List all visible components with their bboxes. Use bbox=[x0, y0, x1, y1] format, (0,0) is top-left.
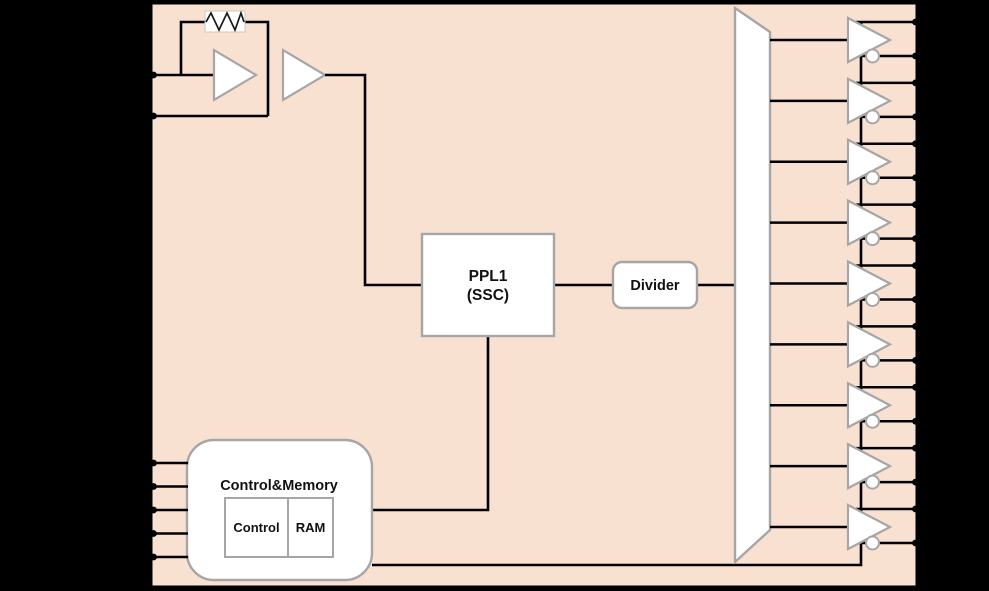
pll-label-line1: PPL1 bbox=[469, 268, 508, 285]
control-subblock bbox=[224, 497, 289, 558]
output-pin-dot bbox=[912, 322, 919, 330]
output-buffer-unit bbox=[770, 259, 919, 308]
xtal-pin-dot bbox=[150, 112, 157, 120]
output-buffer-unit bbox=[770, 381, 919, 430]
output-pin-dot bbox=[912, 262, 919, 269]
xtal-pin-dot bbox=[150, 71, 157, 79]
ram-subblock bbox=[287, 497, 334, 558]
control-label: Control bbox=[233, 520, 279, 535]
output-buffer-unit bbox=[770, 503, 919, 551]
osc-to-pll-wire bbox=[325, 73, 422, 287]
output-pin-dot bbox=[912, 444, 919, 452]
output-buffer-unit bbox=[770, 320, 919, 369]
output-buffer-bank bbox=[770, 16, 919, 551]
control-memory-section: Control&Memory Control RAM bbox=[185, 438, 374, 582]
fanout-mux-trapezoid bbox=[733, 5, 772, 565]
inversion-bubble-icon bbox=[865, 292, 880, 307]
control-pin-dot bbox=[150, 459, 157, 467]
control-bus-wire bbox=[372, 22, 863, 567]
output-pin-dot bbox=[912, 539, 919, 547]
control-pin-dot bbox=[150, 530, 157, 537]
output-pin-dot bbox=[912, 296, 919, 303]
output-buffer-unit bbox=[770, 442, 919, 490]
output-pin-dot bbox=[912, 113, 919, 121]
output-buffer-unit bbox=[770, 137, 919, 186]
ram-label: RAM bbox=[296, 520, 326, 535]
osc-buffer-triangle-icon bbox=[281, 48, 328, 102]
output-buffer-unit bbox=[770, 198, 919, 247]
divider-block bbox=[611, 260, 699, 310]
divider-label: Divider bbox=[630, 278, 680, 294]
output-pin-dot bbox=[912, 505, 919, 513]
osc-amp-triangle-icon bbox=[212, 48, 259, 102]
inversion-bubble-icon bbox=[865, 231, 880, 247]
output-pin-dot bbox=[912, 201, 919, 209]
output-pin-dot bbox=[912, 417, 919, 425]
output-pin-dot bbox=[912, 478, 919, 486]
pll-label-line2: (SSC) bbox=[467, 287, 509, 304]
output-pin-dot bbox=[912, 235, 919, 243]
resistor-zigzag-icon bbox=[205, 10, 245, 33]
control-memory-label: Control&Memory bbox=[220, 478, 338, 494]
feedback-resistor bbox=[204, 10, 246, 33]
output-pin-dot bbox=[912, 356, 919, 364]
output-pin-dot bbox=[912, 140, 919, 148]
inversion-bubble-icon bbox=[865, 474, 880, 490]
output-pin-dot bbox=[912, 383, 919, 391]
inversion-bubble-icon bbox=[865, 170, 880, 186]
control-pin-dot bbox=[150, 483, 157, 490]
output-buffer-unit bbox=[770, 77, 919, 125]
inversion-bubble-icon bbox=[865, 535, 880, 551]
left-pin-bank bbox=[150, 71, 188, 561]
output-pin-dot bbox=[912, 174, 919, 182]
output-buffer-unit bbox=[770, 16, 919, 64]
pll-to-control-wire bbox=[372, 336, 490, 512]
output-pin-dot bbox=[912, 18, 919, 26]
output-pin-dot bbox=[912, 79, 919, 87]
inversion-bubble-icon bbox=[865, 48, 880, 64]
inversion-bubble-icon bbox=[865, 352, 880, 368]
inversion-bubble-icon bbox=[865, 109, 880, 125]
inversion-bubble-icon bbox=[865, 413, 880, 429]
output-pin-dot bbox=[912, 52, 919, 60]
pll-block bbox=[420, 232, 556, 338]
oscillator-section bbox=[152, 10, 422, 287]
control-pin-dot bbox=[150, 553, 157, 561]
control-pin-dot bbox=[150, 506, 157, 514]
